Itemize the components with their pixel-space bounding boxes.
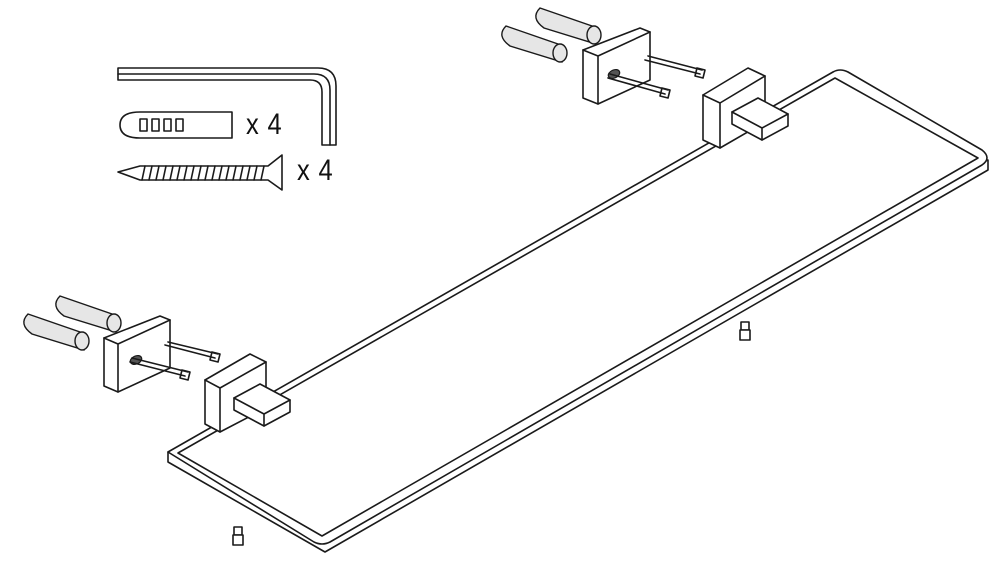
left-mounting-block: [103, 315, 171, 393]
set-screw-right: [739, 321, 751, 341]
screw-quantity-label: x 4: [297, 154, 334, 187]
anchor-quantity-label: x 4: [246, 108, 283, 141]
left-screws: [129, 341, 221, 381]
set-screw-left: [232, 526, 244, 546]
right-wall-anchors: [501, 7, 602, 63]
screw-icon: [117, 154, 283, 191]
hex-key-icon: [117, 67, 337, 146]
left-bracket: [204, 353, 291, 433]
glass-shelf: [167, 69, 989, 553]
left-wall-anchors: [23, 295, 122, 351]
wall-anchor-icon: [119, 111, 233, 139]
right-screws: [607, 55, 706, 99]
right-bracket: [702, 67, 789, 149]
